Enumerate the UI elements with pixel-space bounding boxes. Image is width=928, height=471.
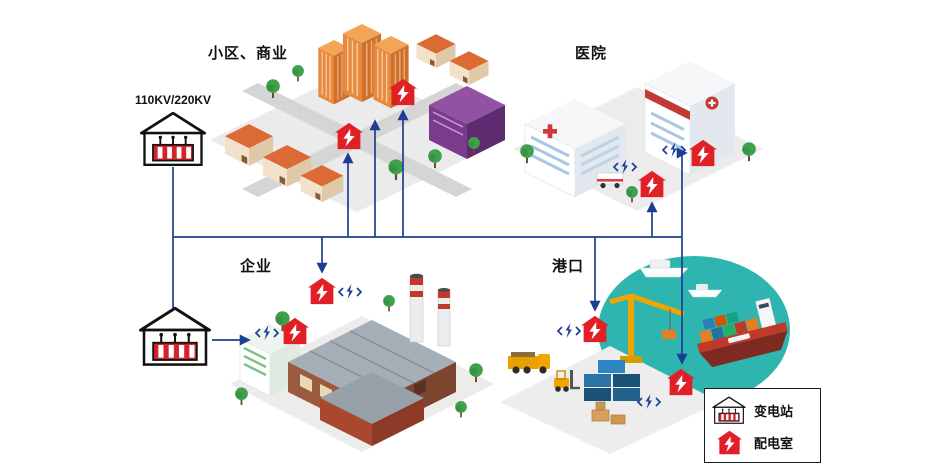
chimneys — [409, 273, 451, 347]
dump-truck — [508, 352, 550, 374]
legend-row-distribution: 配电室 — [711, 430, 814, 455]
feeder-hospital-2 — [676, 147, 688, 237]
power-flow-icon-hospital-2 — [661, 141, 687, 159]
substation-icon-110kv — [139, 111, 207, 168]
hospital-emblem-icon — [705, 96, 719, 110]
enterprise-illustration — [230, 273, 494, 452]
distribution-room-icon-port-2 — [666, 368, 696, 396]
distribution-room-icon-hospital-1 — [637, 170, 667, 198]
pallet-boxes — [591, 401, 626, 425]
power-flow-icon-port-1 — [556, 322, 582, 340]
hospital-label: 医院 — [575, 45, 608, 62]
red-cross-icon — [543, 124, 557, 139]
substation-legend-icon — [711, 396, 747, 425]
power-flow-icon-enterprise-1 — [337, 283, 363, 301]
ambulance — [596, 172, 624, 189]
residential-label: 小区、商业 — [208, 45, 289, 62]
port-label: 港口 — [552, 258, 585, 275]
substation-icon-secondary — [138, 306, 212, 368]
small-boat — [687, 284, 723, 298]
distribution-room-icon-enterprise-2 — [280, 317, 310, 345]
hospital-illustration — [513, 61, 763, 211]
harbor-crane — [609, 293, 685, 363]
legend: 变电站 配电室 — [704, 388, 821, 463]
distribution-room-icon-port-1 — [580, 315, 610, 343]
power-flow-icon-port-2 — [636, 393, 662, 411]
port-illustration — [500, 256, 790, 454]
container-stack — [584, 360, 640, 401]
warehouse-building — [320, 372, 424, 446]
power-flow-icon-hospital-1 — [612, 158, 638, 176]
distribution-legend-icon — [711, 430, 747, 455]
distribution-room-icon-enterprise-1 — [307, 277, 337, 305]
substation-legend-label: 变电站 — [754, 404, 794, 420]
distribution-legend-label: 配电室 — [754, 435, 794, 451]
voltage-label: 110KV/220KV — [135, 93, 212, 107]
legend-row-substation: 变电站 — [711, 396, 814, 425]
yacht — [639, 259, 689, 278]
cargo-ship — [697, 297, 788, 368]
distribution-room-icon-residential-2 — [388, 78, 418, 106]
distribution-room-icon-hospital-2 — [688, 139, 718, 167]
forklift — [554, 370, 580, 392]
enterprise-label: 企业 — [240, 258, 273, 275]
hospital-building-main — [524, 99, 625, 198]
distribution-room-icon-residential-1 — [334, 122, 364, 150]
power-flow-icon-enterprise-2 — [254, 324, 280, 342]
